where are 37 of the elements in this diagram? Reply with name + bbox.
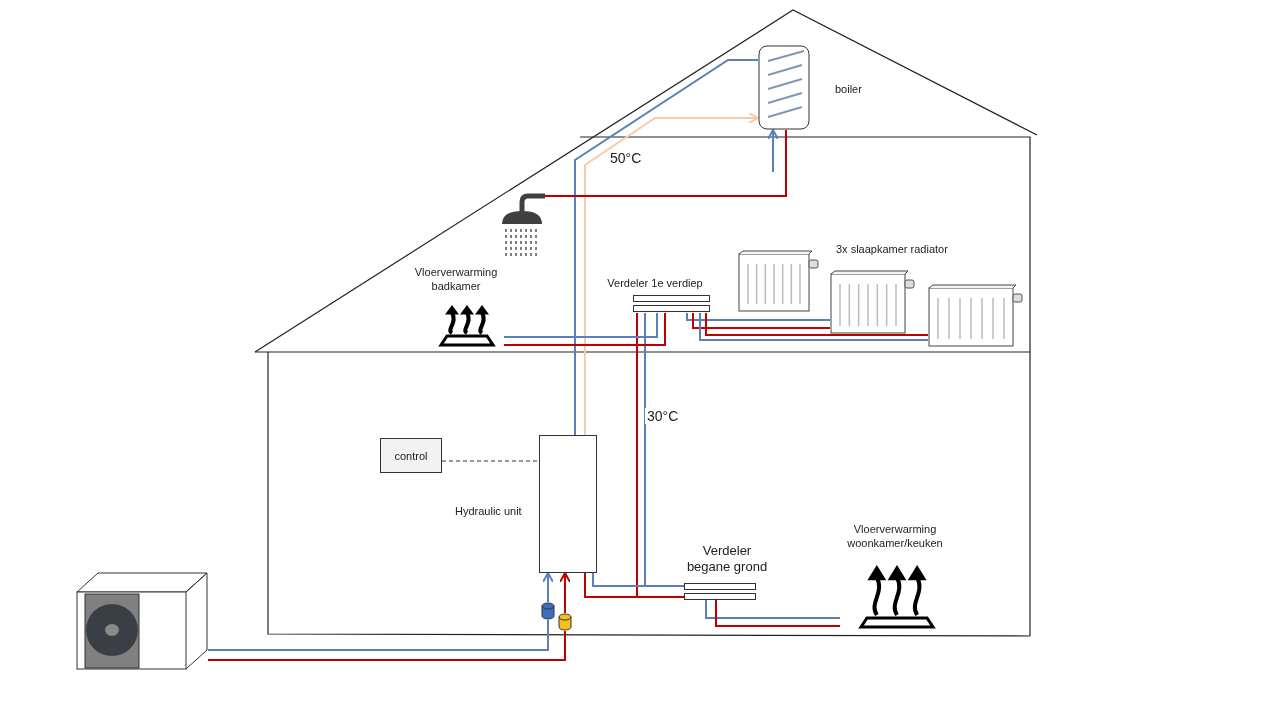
pipe-line [705,312,929,336]
pipe-line [503,312,658,338]
room-heading: Vloerverwarming badkamer [413,265,499,293]
pipe-line [584,112,759,436]
pipe-line [574,59,759,436]
pipe-line [699,312,929,341]
dashed-connector [441,460,540,462]
pipe-line [767,129,779,173]
pipe-line [715,599,841,627]
edge-label: 50°C [608,150,644,166]
radiator-drawing [830,270,916,334]
pipe-line [705,599,841,619]
edge-label: 30°C [645,408,681,424]
control-box: control [380,438,442,473]
pipe-line [207,630,566,661]
heat-pump-drawing [76,572,208,670]
boiler-label: boiler [835,82,862,96]
hydraulic-unit-box [539,435,597,573]
pipe-line [559,572,571,614]
cylinder-fitting [541,602,555,620]
pipe-line [686,312,831,321]
pipe-line [592,572,685,587]
cylinder-fitting [558,613,572,631]
pipe-line [207,619,549,651]
room-heading: Vloerverwarming woonkamer/keuken [846,522,944,550]
unit-label: Hydraulic unit [455,504,522,518]
pipe-line [692,312,831,329]
manifold-heading: Verdeler begane grond [685,543,769,575]
pipe-line [584,572,685,598]
pipe-line [544,129,787,197]
pipe-line [503,312,666,346]
boiler-drawing [758,45,810,130]
radiator-drawing [928,284,1024,347]
radiator-label: 3x slaapkamer radiator [836,242,948,256]
manifold-heading: Verdeler 1e verdiep [606,276,704,290]
pipe-line [542,572,554,603]
radiator-drawing [738,250,820,312]
